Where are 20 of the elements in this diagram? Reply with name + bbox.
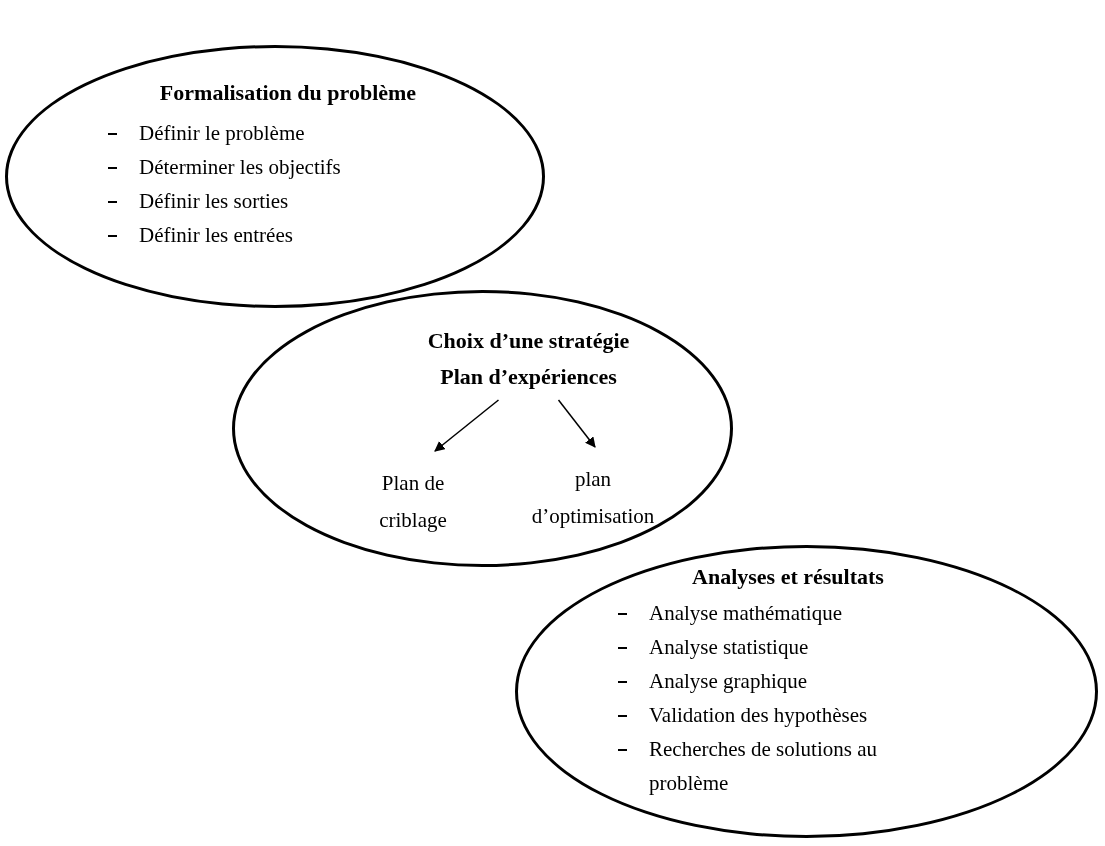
heading-text: Formalisation du problème [159,80,417,106]
ellipse [232,290,733,567]
ellipse [5,45,545,308]
text-label: Plan de criblage [353,465,473,539]
list-item: Déterminer les objectifs [139,154,341,181]
list-item: Validation des hypothèses [649,702,868,729]
arrow [434,399,500,452]
arrow [557,399,596,448]
list-item: Recherches de solutions au problème [649,736,879,797]
list-item: Définir le problème [139,120,305,147]
list-item: Analyse mathématique [649,600,843,627]
heading-text: Analyses et résultats [692,564,884,590]
heading-text: Plan d’expériences [439,363,618,391]
list-item: Définir les sorties [139,188,289,215]
list-item: Analyse statistique [649,634,809,661]
text-label: plan d’optimisation [518,461,668,535]
list-item: Définir les entrées [139,222,293,249]
list-item: Analyse graphique [649,668,808,695]
heading-text: Choix d’une stratégie [426,327,631,355]
ellipse [515,545,1098,838]
